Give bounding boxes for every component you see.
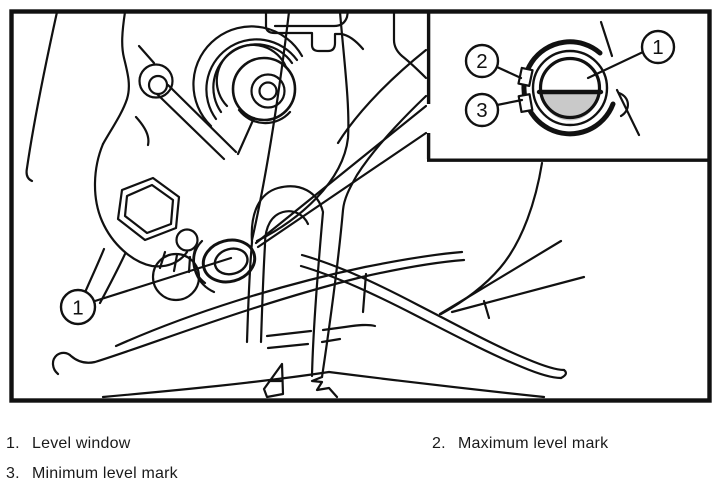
fan-line-1	[254, 104, 428, 245]
inset-structure-diagonal-bottom	[615, 88, 641, 137]
legend-number: 3.	[6, 465, 20, 482]
legend-item-maximum-level-mark: 2. Maximum level mark	[432, 435, 608, 453]
callout-number-2-inset: 2	[476, 50, 487, 73]
legend-item-minimum-level-mark: 3. Minimum level mark	[6, 465, 178, 483]
inset-level-window	[495, 20, 645, 137]
caliper-outline	[93, 142, 189, 268]
leader-line-inset-1	[586, 50, 645, 80]
callout-circle-3-inset: 3	[464, 92, 500, 128]
hex-bolt	[116, 176, 181, 242]
legend-number: 2.	[432, 435, 446, 452]
leader-line-inset-2	[495, 65, 523, 80]
legend-label: Minimum level mark	[32, 465, 178, 482]
window-middle-ring	[531, 49, 609, 127]
suspension-pivot	[231, 56, 297, 125]
frame-edge-left	[25, 10, 59, 183]
swingarm-lower-edge	[51, 258, 466, 376]
max-level-mark	[517, 66, 534, 87]
cross-bar	[265, 323, 377, 350]
outer-frame-border	[9, 9, 712, 403]
main-diagram	[25, 9, 586, 399]
legend-number: 1.	[6, 435, 20, 452]
legend-label: Level window	[32, 435, 131, 452]
legend-item-level-window: 1. Level window	[6, 435, 130, 453]
cowl-bottom-right	[327, 370, 546, 399]
bushing-outer	[138, 63, 174, 99]
callout-number-1-inset: 1	[652, 36, 663, 59]
inset-detail-box: 2 3 1	[426, 12, 709, 162]
hose-line-1	[438, 239, 563, 316]
frame-leaf-right	[255, 10, 350, 243]
callout-number-1-main: 1	[72, 297, 83, 320]
inset-structure-diagonal-top	[599, 20, 614, 58]
callout-circle-2-inset: 2	[464, 43, 500, 79]
strut-line	[137, 44, 156, 65]
legend-label: Maximum level mark	[458, 435, 609, 452]
hose-line-2	[450, 275, 586, 314]
small-boss-circle	[175, 228, 199, 252]
reservoir-diagonals	[155, 83, 256, 161]
frame-leaf-left	[250, 10, 291, 242]
hose-tick	[482, 299, 491, 320]
window-glass-ring	[538, 56, 602, 120]
min-level-mark	[517, 93, 534, 114]
callout-circle-1-inset: 1	[640, 29, 676, 65]
frame-tube-arch	[245, 185, 325, 378]
tube-foot	[310, 375, 339, 399]
mudguard-band	[299, 253, 568, 380]
leader-line-main-1	[93, 256, 233, 303]
fender-sweep-a	[336, 48, 428, 145]
callout-circle-1-main: 1	[59, 288, 97, 326]
fan-line-2	[256, 131, 428, 249]
frame-edge-inner	[101, 10, 130, 146]
caliper-hook	[134, 115, 150, 147]
inset-structure-notch	[617, 91, 629, 118]
callout-number-3-inset: 3	[476, 99, 487, 122]
caliper-edge-1	[81, 247, 106, 299]
leader-line-inset-3	[495, 98, 524, 107]
level-window-main	[151, 238, 257, 302]
spring-coil-arcs	[192, 25, 304, 128]
bottom-flag-mark	[262, 362, 285, 399]
fender-sweep-b	[320, 94, 428, 379]
bushing-inner	[147, 74, 169, 96]
cowl-bottom-left	[101, 370, 331, 399]
top-bracket	[264, 9, 428, 80]
